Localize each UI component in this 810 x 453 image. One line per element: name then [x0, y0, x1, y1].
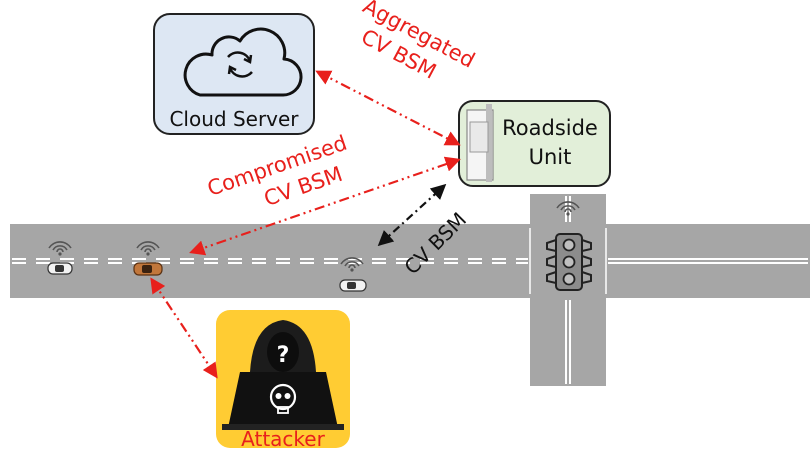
attacker-label: Attacker [241, 427, 325, 451]
attacker-node: ? Attacker [216, 310, 350, 451]
roadside-unit-label-line1: Roadside [502, 116, 598, 140]
car-icon [339, 279, 367, 292]
aggregated-message-label: Aggregated CV BSM [357, 0, 479, 84]
compromised-bsm-link [189, 156, 461, 256]
car-1 [47, 241, 73, 275]
roadside-unit-label-line2: Unit [529, 145, 572, 169]
traffic-light-icon [546, 201, 592, 291]
car-2 [339, 257, 367, 292]
skull-icon [269, 383, 297, 414]
compromised-message-label: Compromised CV BSM [204, 131, 350, 211]
roadside-unit-antenna-icon [466, 104, 494, 182]
road-network [10, 194, 810, 386]
cloud-server-node: Cloud Server [153, 13, 315, 135]
hacker-icon: ? [222, 320, 344, 430]
attacker-link [150, 277, 218, 379]
car-icon [133, 262, 163, 276]
question-mark: ? [277, 343, 290, 368]
cloud-sync-icon [183, 27, 303, 97]
roadside-unit-node: Roadside Unit [458, 100, 611, 187]
car-icon [47, 262, 73, 275]
car-compromised [133, 241, 163, 276]
normal-bsm-link [377, 183, 447, 247]
aggregated-bsm-link [315, 70, 461, 146]
cloud-server-label: Cloud Server [169, 107, 299, 131]
